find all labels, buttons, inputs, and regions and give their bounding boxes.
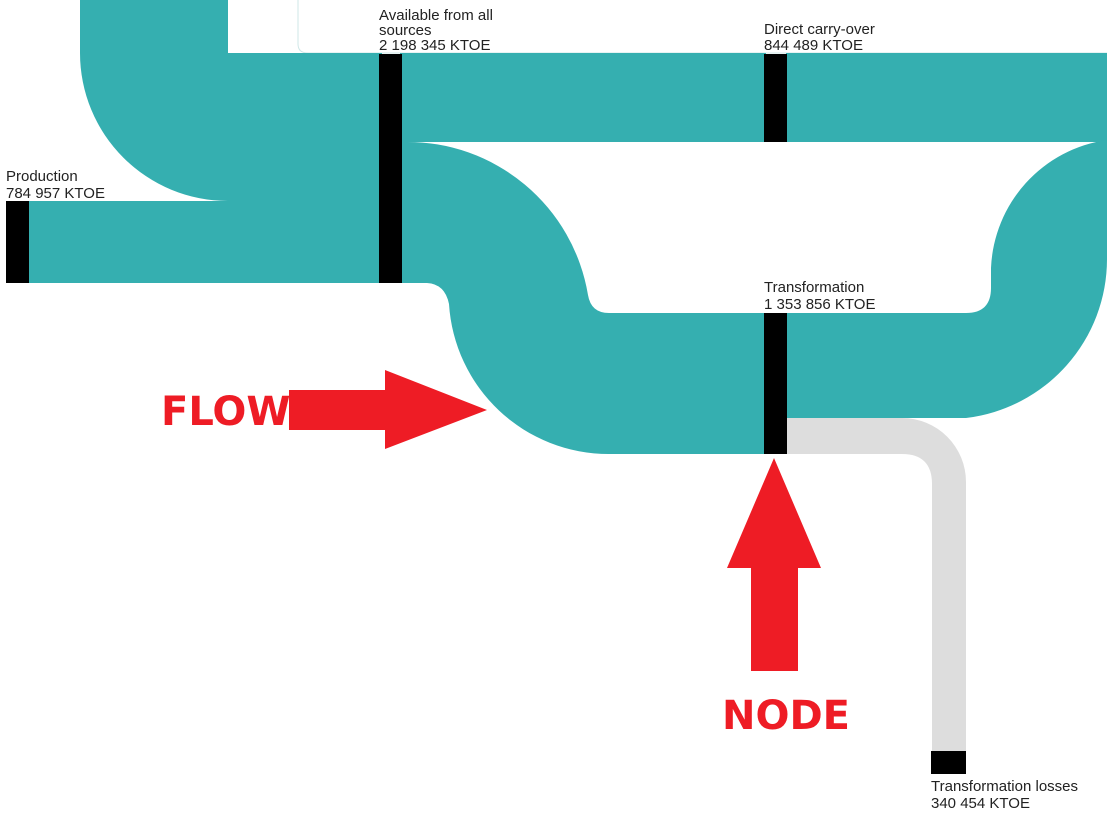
label-losses-value: 340 454 KTOE: [931, 795, 1030, 812]
flow-transformation-to-losses: [786, 418, 966, 752]
node-available: [379, 54, 402, 283]
flow-transformation-out: [786, 140, 1107, 418]
node-callout-arrow: [727, 458, 821, 671]
label-available-value: 2 198 345 KTOE: [379, 37, 490, 54]
label-losses-name: Transformation losses: [931, 778, 1078, 795]
flow-available-to-transformation: [400, 141, 766, 455]
upper-panel-border: [297, 0, 1107, 54]
label-production-name: Production: [6, 168, 78, 185]
flow-production-to-available: [28, 201, 382, 283]
label-available-name-line2: sources: [379, 22, 432, 39]
node-transformation: [764, 313, 787, 454]
node-production: [6, 201, 29, 283]
flow-carry-over-out: [786, 53, 1107, 142]
flow-available-to-carry-over: [400, 53, 766, 142]
label-transformation-name: Transformation: [764, 279, 864, 296]
label-transformation-value: 1 353 856 KTOE: [764, 296, 875, 313]
label-production-value: 784 957 KTOE: [6, 185, 105, 202]
label-carry-over-name: Direct carry-over: [764, 21, 875, 38]
flow-incoming-to-available: [80, 0, 382, 201]
label-available-name-line1: Available from all: [379, 7, 493, 24]
node-carry-over: [764, 54, 787, 142]
label-carry-over-value: 844 489 KTOE: [764, 37, 863, 54]
node-callout-label: NODE: [722, 693, 850, 739]
flow-callout-label: FLOW: [161, 389, 291, 435]
flow-callout-arrow: [289, 370, 487, 449]
node-losses: [931, 751, 966, 774]
